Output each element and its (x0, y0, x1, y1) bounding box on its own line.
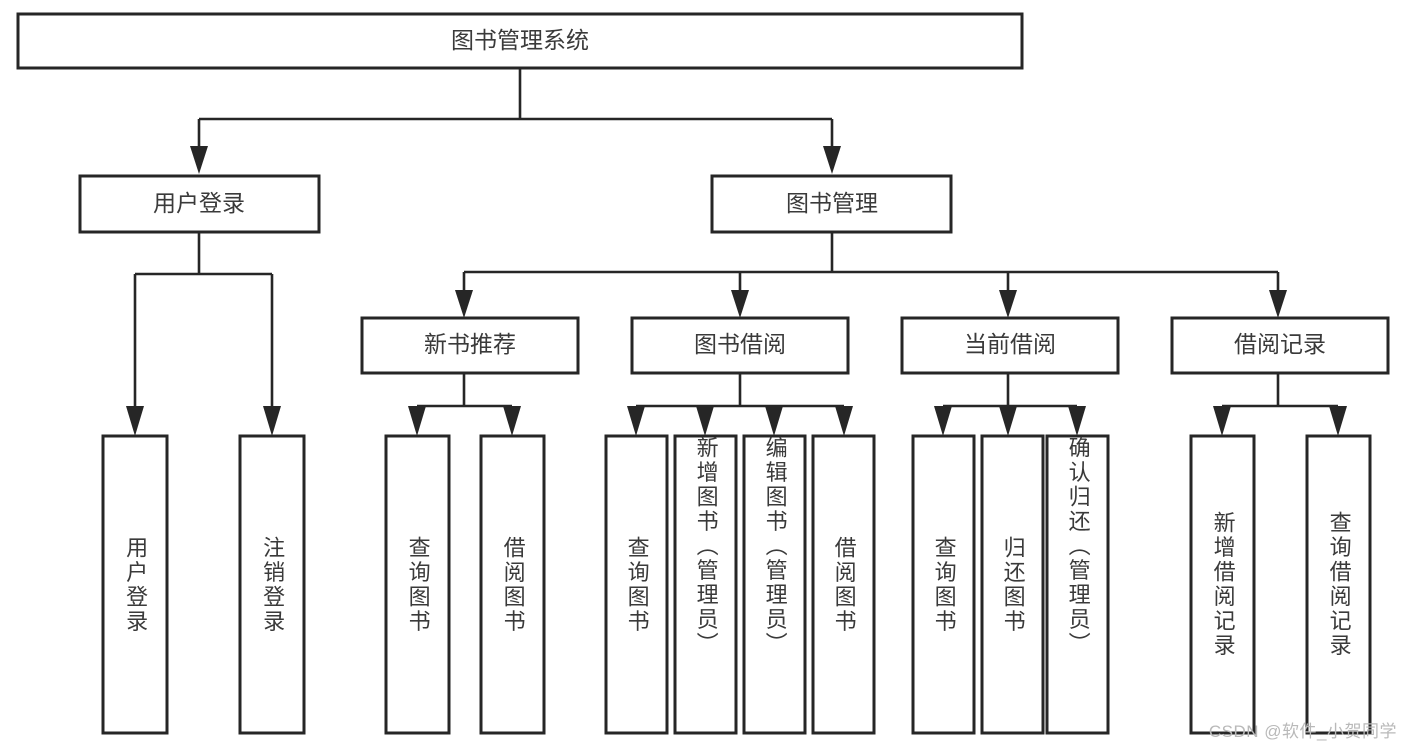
node-user-login[interactable]: 用户登录 (78, 174, 321, 234)
node-book-borrow-box[interactable] (630, 316, 850, 375)
arrow-borrowrecord-leaf1 (1213, 406, 1231, 436)
leaf-box-book-borrow-1[interactable] (604, 434, 669, 735)
leaf-box-book-borrow-2[interactable] (673, 434, 738, 735)
arrow-currentborrow-leaf3 (1068, 406, 1086, 436)
leaf-box-current-borrow-3[interactable] (1045, 434, 1110, 735)
arrow-bookborrow-leaf3 (765, 406, 783, 436)
leaf-box-current-borrow-2[interactable] (980, 434, 1045, 735)
arrow-userlogin-leaf1 (126, 406, 144, 436)
leaf-box-new-book-2[interactable] (479, 434, 546, 735)
arrow-to-currentborrow (999, 290, 1017, 318)
node-book-manage[interactable]: 图书管理 (710, 174, 953, 234)
leaf-box-borrow-record-1[interactable] (1189, 434, 1256, 735)
node-user-login-box[interactable] (78, 174, 321, 234)
arrow-to-user-login (190, 146, 208, 174)
leaf-box-user-login-1[interactable] (101, 434, 169, 735)
arrow-bookborrow-leaf2 (696, 406, 714, 436)
node-book-manage-box[interactable] (710, 174, 953, 234)
connector-layer (126, 68, 1347, 436)
node-new-book-recommend-box[interactable] (360, 316, 580, 375)
leaf-box-user-login-2[interactable] (238, 434, 306, 735)
node-user-login-label: 用户登录 (153, 190, 245, 216)
node-book-borrow-label: 图书借阅 (694, 331, 786, 357)
node-current-borrow[interactable]: 当前借阅 (900, 316, 1120, 375)
node-borrow-record-box[interactable] (1170, 316, 1390, 375)
node-book-manage-label: 图书管理 (786, 190, 878, 216)
leaf-box-borrow-record-2[interactable] (1305, 434, 1372, 735)
leaf-box-book-borrow-3[interactable] (742, 434, 807, 735)
node-root-box[interactable] (16, 12, 1024, 70)
arrow-newbook-leaf1 (408, 406, 426, 436)
watermark-text: CSDN @软件_小贺同学 (1208, 722, 1397, 741)
arrow-newbook-leaf2 (503, 406, 521, 436)
arrow-to-newbook (455, 290, 473, 318)
node-book-borrow[interactable]: 图书借阅 (630, 316, 850, 375)
arrow-borrowrecord-leaf2 (1329, 406, 1347, 436)
arrow-currentborrow-leaf2 (999, 406, 1017, 436)
node-current-borrow-box[interactable] (900, 316, 1120, 375)
node-new-book-recommend-label: 新书推荐 (424, 331, 516, 357)
node-new-book-recommend[interactable]: 新书推荐 (360, 316, 580, 375)
node-borrow-record-label: 借阅记录 (1234, 331, 1326, 357)
arrow-currentborrow-leaf1 (934, 406, 952, 436)
arrow-userlogin-leaf2 (263, 406, 281, 436)
arrow-bookborrow-leaf4 (835, 406, 853, 436)
arrow-bookborrow-leaf1 (627, 406, 645, 436)
leaf-box-current-borrow-1[interactable] (911, 434, 976, 735)
arrow-to-bookborrow (731, 290, 749, 318)
leaf-box-new-book-1[interactable] (384, 434, 451, 735)
leaf-boxes-layer (101, 434, 1372, 735)
node-borrow-record[interactable]: 借阅记录 (1170, 316, 1390, 375)
arrow-to-book-manage (823, 146, 841, 174)
arrow-to-borrowrecord (1269, 290, 1287, 318)
node-current-borrow-label: 当前借阅 (964, 331, 1056, 357)
leaf-box-book-borrow-4[interactable] (811, 434, 876, 735)
node-root[interactable]: 图书管理系统 (16, 12, 1024, 70)
node-root-label: 图书管理系统 (451, 27, 589, 53)
